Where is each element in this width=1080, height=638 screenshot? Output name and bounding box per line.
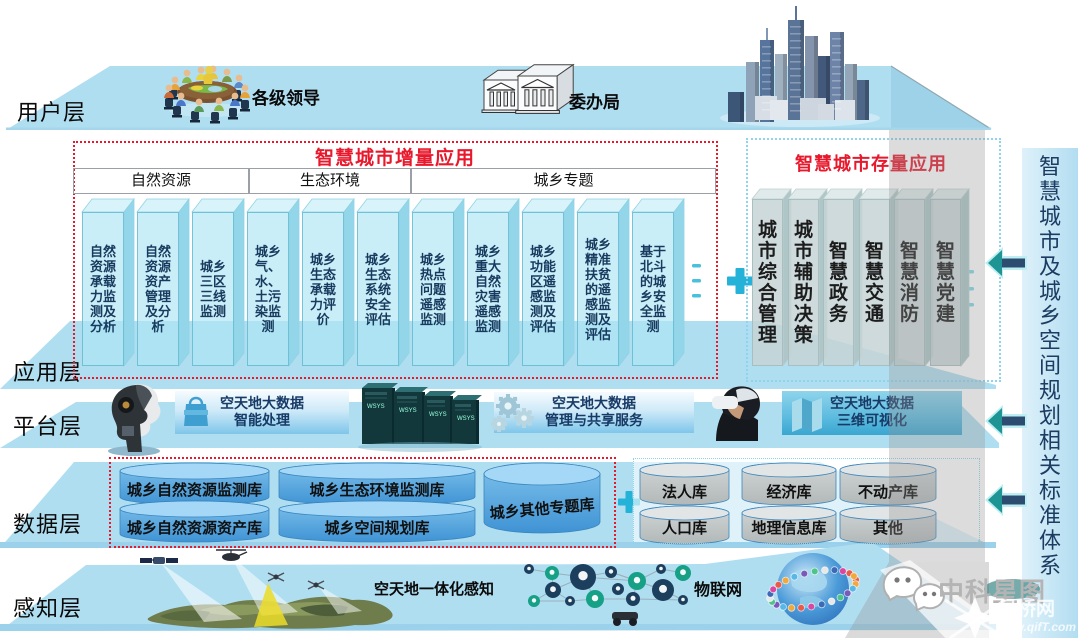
svg-text:WSYS: WSYS bbox=[457, 416, 475, 422]
svg-text:WSYS: WSYS bbox=[429, 412, 447, 418]
svg-text:WSYS: WSYS bbox=[367, 404, 385, 410]
svg-text:中科星图: 中科星图 bbox=[938, 577, 1046, 607]
svg-text:www.qifT.com: www.qifT.com bbox=[996, 620, 1076, 634]
svg-text:WSYS: WSYS bbox=[399, 408, 417, 414]
svg-text:星桥网: 星桥网 bbox=[998, 597, 1055, 620]
